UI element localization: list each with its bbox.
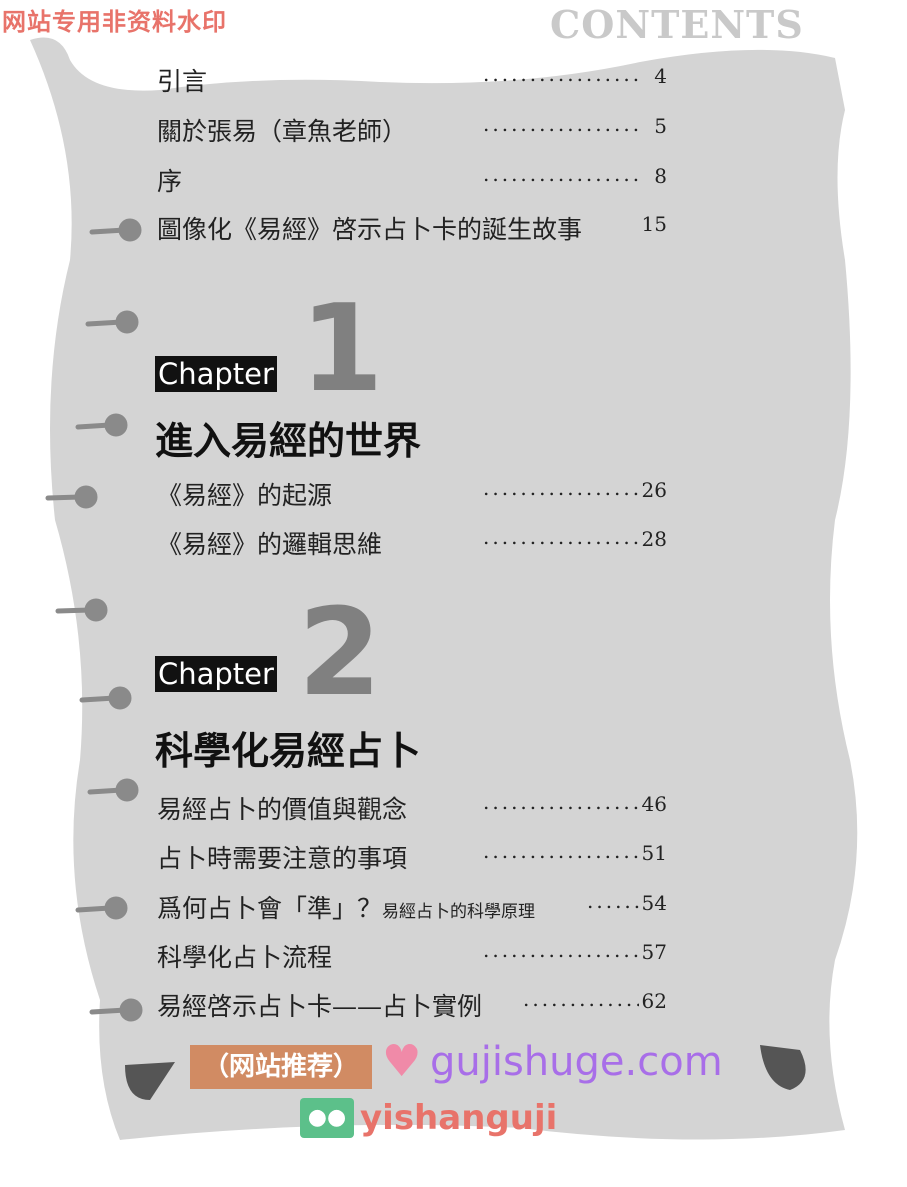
toc-entry[interactable]: 《易經》的邏輯思維....................28 [157, 525, 667, 559]
chapter-label: Chapter [155, 356, 277, 392]
toc-entry[interactable]: 易經啓示占卜卡——占卜實例....................62 [157, 987, 667, 1021]
chapter-label: Chapter [155, 656, 277, 692]
dot-leader: .................... [483, 112, 639, 136]
chapter-number: 2 [298, 584, 382, 723]
entry-subtitle: 易經占卜的科學原理 [382, 902, 536, 922]
page-number: 57 [641, 940, 667, 964]
dot-leader: .................... [483, 839, 639, 863]
entry-title: 序 [157, 167, 183, 196]
page-number: 4 [654, 64, 667, 88]
entry-title: 占卜時需要注意的事項 [157, 844, 408, 873]
toc-entry[interactable]: 爲何占卜會「準」？易經占卜的科學原理....................54 [157, 889, 667, 923]
heart-icon: ♥ [382, 1036, 422, 1087]
pin-icon [89, 218, 142, 242]
pin-icon [89, 998, 143, 1022]
page-number: 8 [654, 164, 667, 188]
toc-entry[interactable]: 序.................... 8 [157, 162, 667, 196]
page-number: 5 [654, 114, 667, 138]
toc-entry[interactable]: 占卜時需要注意的事項....................51 [157, 839, 667, 873]
page-number: 26 [641, 478, 667, 502]
pin-icon [45, 485, 98, 509]
watermark-text: 网站专用非资料水印 [2, 8, 227, 36]
pin-icon [55, 598, 108, 622]
dot-leader: .................... [483, 162, 639, 186]
pin-icon [87, 778, 139, 802]
watermark-wechat-id: yishanguji [360, 1098, 558, 1138]
pin-icon [79, 686, 132, 710]
entry-title: 易經占卜的價值與觀念 [157, 795, 408, 824]
entry-title: 爲何占卜會「準」？ [157, 894, 383, 923]
chapter-title: 科學化易經占卜 [155, 729, 422, 773]
pin-icon [75, 413, 128, 437]
chapter-title: 進入易經的世界 [155, 419, 422, 463]
page-number: 28 [641, 527, 667, 551]
pin-icon [85, 310, 139, 334]
toc-entry[interactable]: 關於張易（章魚老師）.................... 5 [157, 112, 667, 146]
corner-fold-icon [125, 1062, 175, 1100]
entry-title: 易經啓示占卜卡——占卜實例 [157, 992, 483, 1021]
page-number: 51 [641, 841, 667, 865]
toc-entry[interactable]: 易經占卜的價值與觀念....................46 [157, 790, 667, 824]
corner-fold-icon [760, 1045, 806, 1090]
contents-heading: CONTENTS [550, 2, 804, 47]
entry-title: 《易經》的起源 [157, 481, 333, 510]
dot-leader: .................... [483, 790, 639, 814]
page-number: 54 [641, 891, 667, 915]
entry-title: 引言 [157, 67, 208, 96]
chapter-number: 1 [300, 280, 384, 419]
dot-leader: .................... [587, 889, 639, 913]
dot-leader: .................... [483, 938, 639, 962]
entry-title: 圖像化《易經》啓示占卜卡的誕生故事 [157, 215, 583, 244]
entry-title: 科學化占卜流程 [157, 943, 333, 972]
toc-entry[interactable]: 《易經》的起源....................26 [157, 476, 667, 510]
toc-entry[interactable]: 圖像化《易經》啓示占卜卡的誕生故事 15 [157, 210, 667, 244]
toc-entry[interactable]: 引言.................... 4 [157, 62, 667, 96]
wechat-icon: ●● [300, 1098, 354, 1138]
dot-leader: .................... [483, 525, 639, 549]
entry-title: 關於張易（章魚老師） [157, 117, 408, 146]
pin-icon [75, 896, 128, 920]
page-number: 46 [641, 792, 667, 816]
page-number: 15 [641, 212, 667, 236]
pin-icons [45, 218, 143, 1022]
watermark-site: gujishuge.com [430, 1039, 723, 1085]
watermark-badge: （网站推荐） [190, 1045, 372, 1089]
entry-title: 《易經》的邏輯思維 [157, 530, 383, 559]
dot-leader: .................... [483, 62, 639, 86]
toc-entry[interactable]: 科學化占卜流程....................57 [157, 938, 667, 972]
dot-leader: .................... [523, 987, 639, 1011]
page-number: 62 [641, 989, 667, 1013]
dot-leader: .................... [483, 476, 639, 500]
